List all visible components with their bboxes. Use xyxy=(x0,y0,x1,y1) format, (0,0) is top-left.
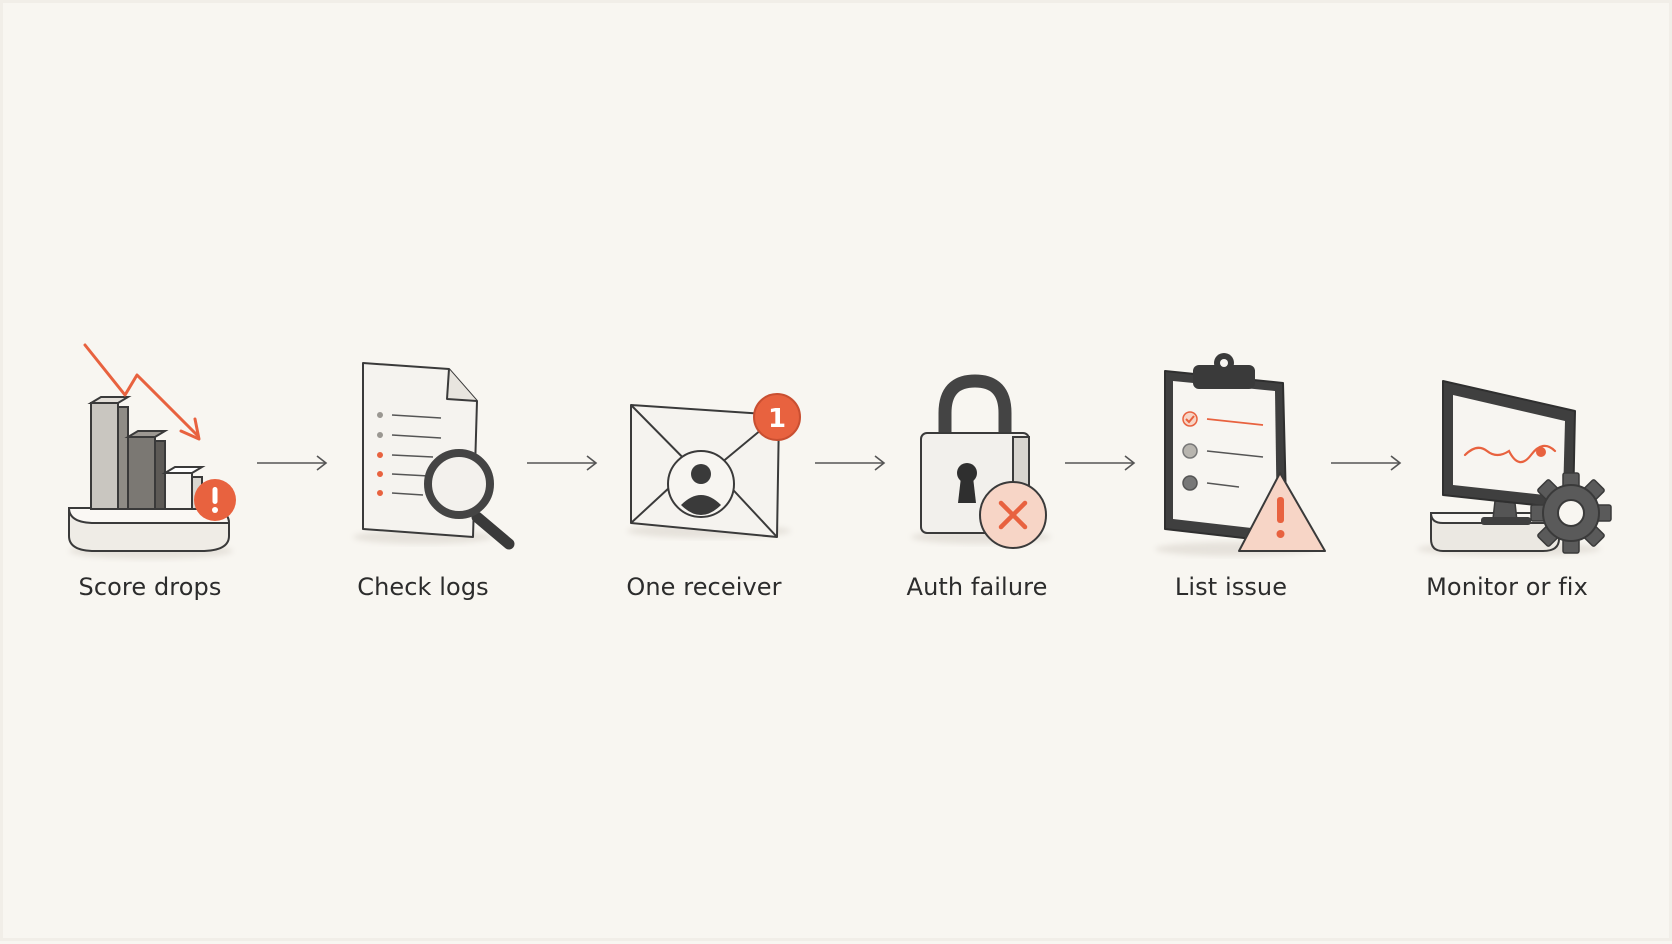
step-label-one-receiver: One receiver xyxy=(626,573,782,601)
flow-arrow xyxy=(1065,455,1136,471)
clipboard-warning-icon xyxy=(1155,353,1326,556)
step-label-score-drops: Score drops xyxy=(78,573,222,601)
step-label-auth-failure: Auth failure xyxy=(906,573,1048,601)
flow-arrow xyxy=(1331,455,1402,471)
step-label-monitor-or-fix: Monitor or fix xyxy=(1426,573,1588,601)
step-label-check-logs: Check logs xyxy=(357,573,489,601)
monitor-gear-icon xyxy=(1417,380,1612,556)
flow-arrow xyxy=(257,455,328,471)
step-label-list-issue: List issue xyxy=(1174,573,1288,601)
bar-chart-declining-icon xyxy=(67,343,236,559)
flow-arrow xyxy=(527,455,598,471)
padlock-error-icon xyxy=(911,374,1051,549)
notification-count: 1 xyxy=(768,404,786,434)
envelope-user-icon: 1 xyxy=(627,393,801,538)
document-magnifier-icon xyxy=(353,362,515,550)
process-flow: 1 xyxy=(67,343,1612,559)
flow-arrow xyxy=(815,455,886,471)
